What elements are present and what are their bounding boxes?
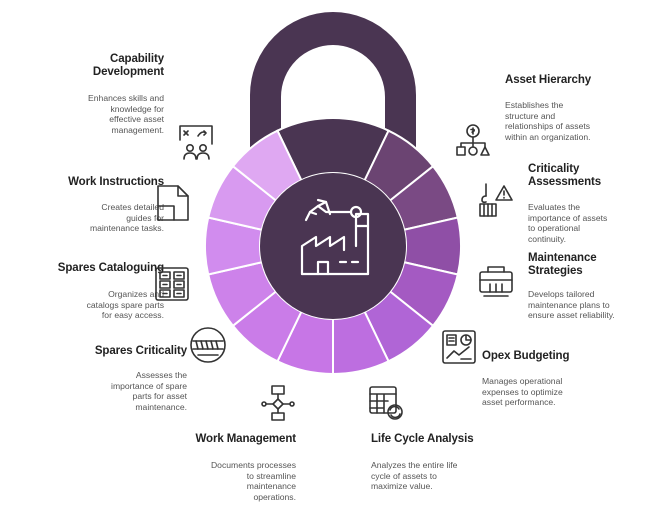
storage-bin-icon — [190, 327, 226, 363]
ring-segment-12 — [231, 129, 303, 202]
dashboard-chart-icon — [442, 330, 476, 364]
drawer-cabinet-icon — [155, 267, 189, 301]
item-title: Spares Cataloguing — [57, 262, 164, 274]
hazard-crane-icon — [479, 183, 513, 217]
item-title: Asset Hierarchy — [505, 74, 592, 86]
document-icon — [157, 185, 189, 221]
hierarchy-icon — [456, 124, 490, 156]
item-title: Life Cycle Analysis — [371, 433, 474, 445]
center-hub — [260, 173, 406, 319]
strategy-board-icon — [179, 125, 213, 160]
padlock-shackle — [250, 12, 416, 150]
flowchart-icon — [261, 385, 295, 421]
item-life-cycle-analysis: Life Cycle Analysis Analyzes the entire … — [371, 433, 521, 492]
item-title: Opex Budgeting — [482, 350, 570, 362]
item-title: Work Instructions — [68, 176, 164, 188]
item-title: Work Management — [195, 433, 296, 445]
factory-robot-icon — [300, 198, 370, 276]
toolbox-icon — [479, 266, 513, 297]
calendar-refresh-icon — [369, 386, 403, 420]
item-title: Spares Criticality — [94, 345, 187, 357]
